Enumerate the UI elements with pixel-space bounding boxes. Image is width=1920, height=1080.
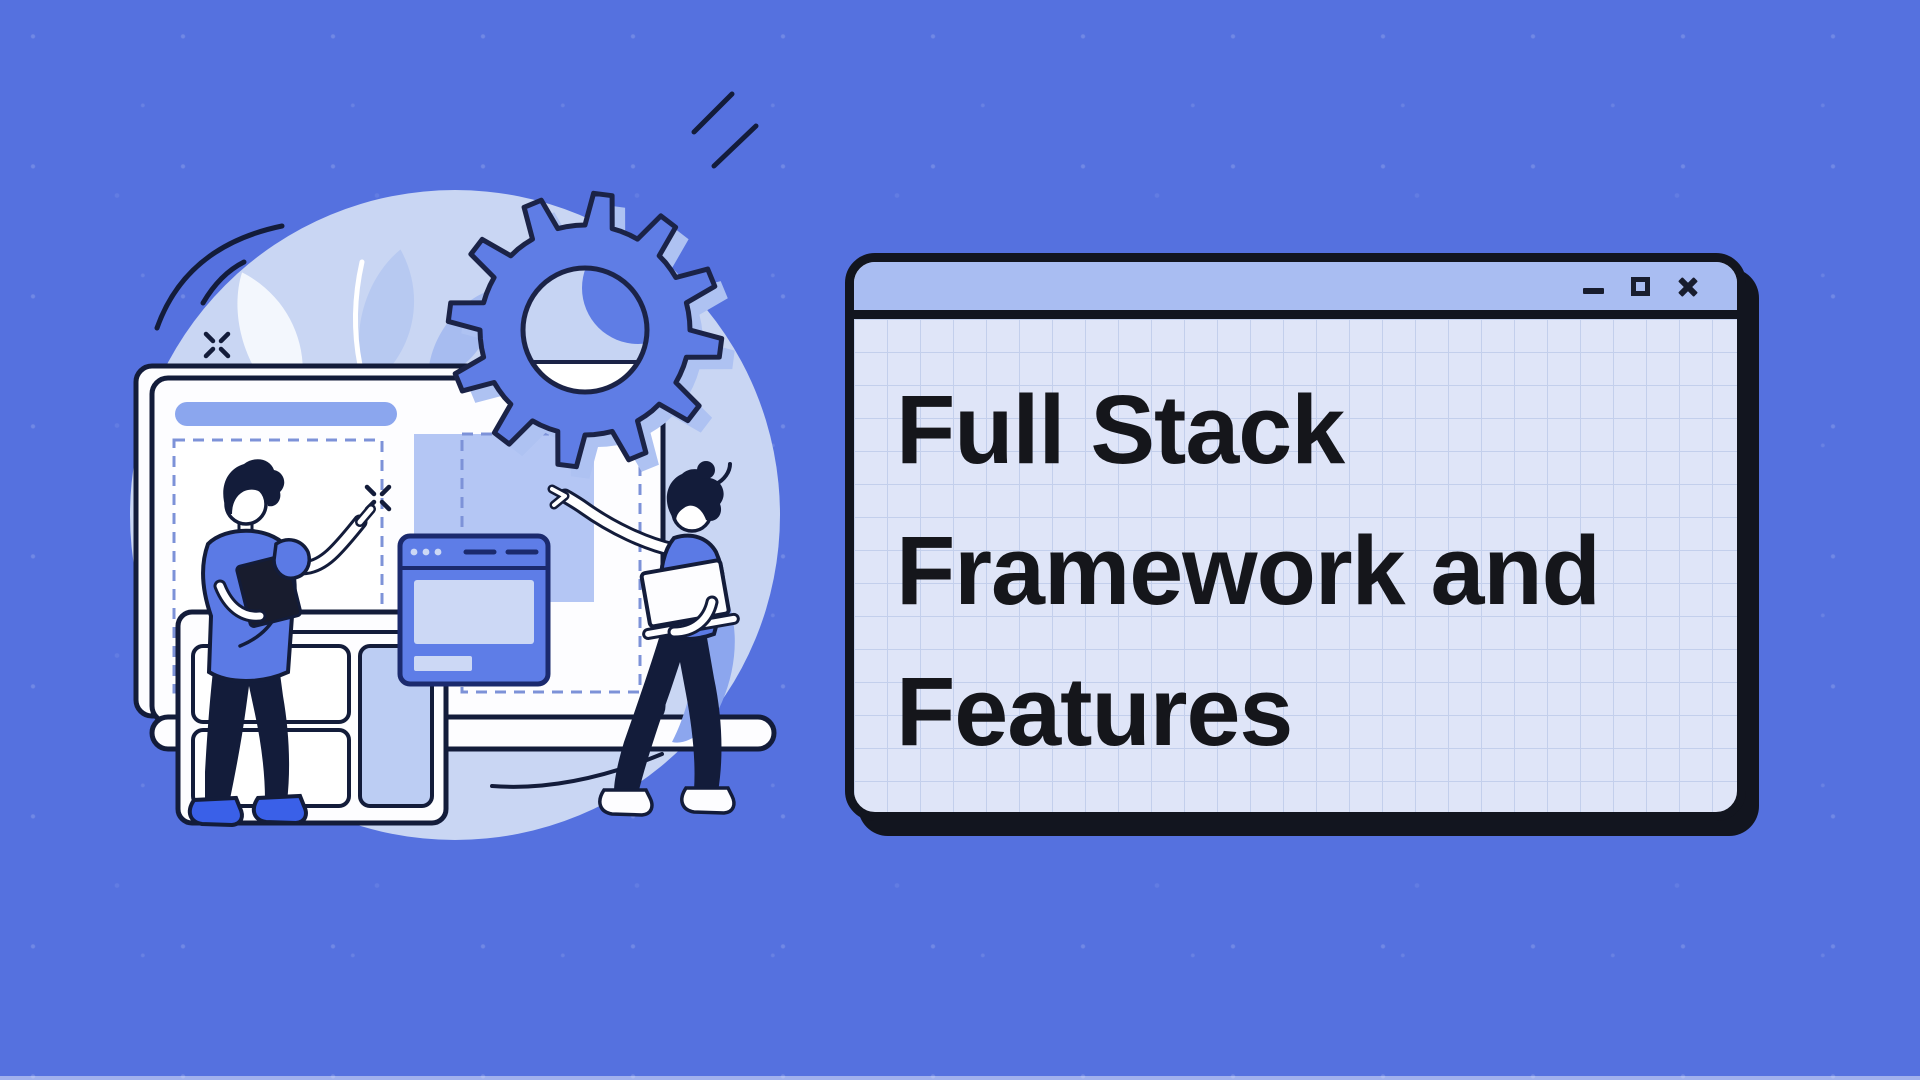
close-icon [1677,275,1699,297]
window-controls [1583,275,1737,297]
title-line: Features [896,657,1293,766]
address-bar-graphic [175,402,397,426]
title-card-window: Full Stack Framework and Features [845,253,1746,821]
woman-figure [547,461,740,817]
page-title: Full Stack Framework and Features [896,359,1707,782]
motion-arcs [154,223,285,331]
title-line: Framework and [896,516,1601,625]
mini-browser-card [397,533,551,687]
gear-icon [445,91,759,479]
gear-speed-lines [691,91,759,169]
bottom-edge-highlight [0,1076,1920,1080]
illustration-people-building-website [130,91,780,840]
maximize-icon [1631,276,1650,296]
man-figure [187,459,376,828]
window-content: Full Stack Framework and Features [854,319,1737,812]
maximize-button[interactable] [1631,275,1650,297]
minimize-button[interactable] [1583,275,1604,297]
close-button[interactable] [1677,275,1699,297]
window-titlebar [854,262,1737,319]
leaf-icons [216,244,510,421]
minimize-icon [1583,288,1604,294]
title-line: Full Stack [896,375,1345,484]
